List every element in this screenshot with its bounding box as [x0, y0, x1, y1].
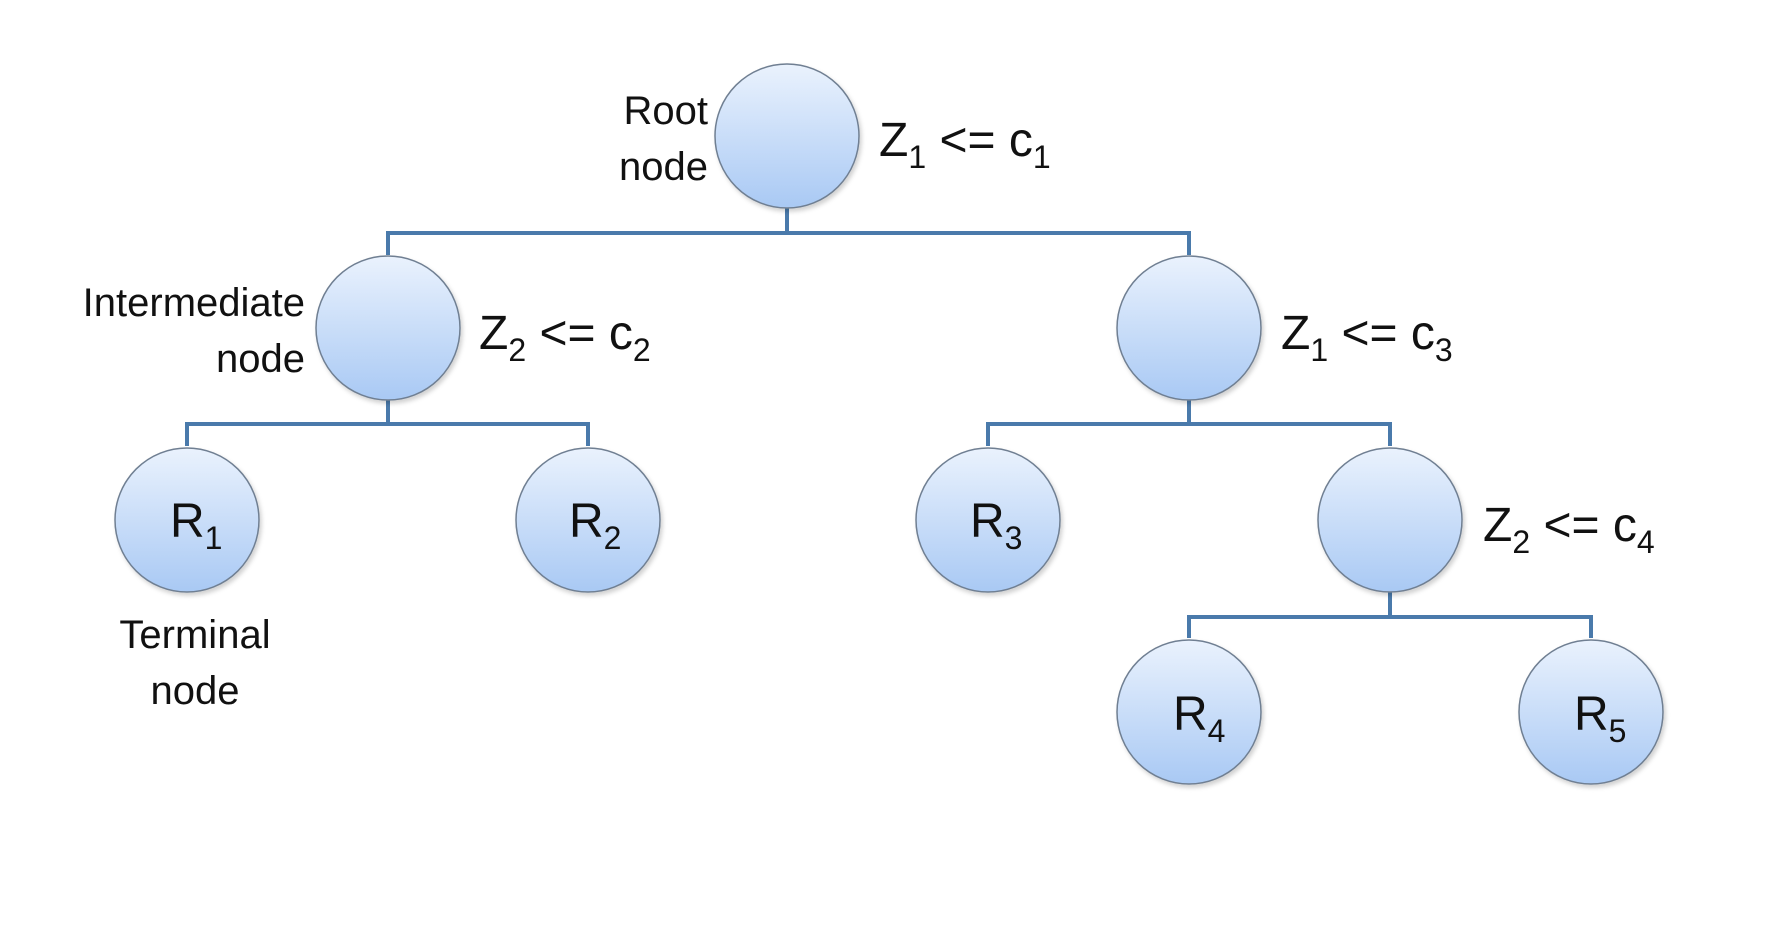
edge-root-to-left [386, 206, 789, 255]
edge-left-to-r1 [185, 398, 390, 446]
leaf-label-r4: R4 [1173, 688, 1225, 749]
terminal-node-r2[interactable] [515, 447, 661, 593]
leaf-label-r1: R1 [170, 495, 222, 556]
split-condition-right-right: Z2 <= c4 [1483, 499, 1655, 560]
terminal-node-r1[interactable] [114, 447, 260, 593]
intermediate-node-label-line1: Intermediate [83, 281, 305, 325]
terminal-node-r3[interactable] [915, 447, 1061, 593]
split-condition-right: Z1 <= c3 [1281, 307, 1453, 368]
intermediate-node-right-right[interactable] [1317, 447, 1463, 593]
tree-edges [185, 206, 1593, 638]
edge-rightright-to-r5 [1390, 615, 1593, 638]
edge-rightright-to-r4 [1187, 590, 1392, 638]
terminal-node-label-line1: Terminal [119, 613, 270, 657]
edge-right-to-rightright [1189, 422, 1392, 446]
leaf-label-r5: R5 [1574, 688, 1626, 749]
split-condition-left: Z2 <= c2 [479, 307, 651, 368]
edge-left-to-r2 [388, 422, 590, 446]
leaf-label-r2: R2 [569, 495, 621, 556]
root-node-label-line2: node [619, 145, 708, 189]
terminal-node-r4[interactable] [1116, 639, 1262, 785]
edge-right-to-r3 [986, 398, 1191, 446]
edge-root-to-right [787, 231, 1191, 255]
intermediate-node-right[interactable] [1116, 255, 1262, 401]
split-condition-root: Z1 <= c1 [879, 114, 1051, 175]
terminal-node-label-line2: node [151, 669, 240, 713]
leaf-label-r3: R3 [970, 495, 1022, 556]
root-node[interactable] [714, 63, 860, 209]
intermediate-node-label-line2: node [216, 337, 305, 381]
intermediate-node-left[interactable] [315, 255, 461, 401]
root-node-label-line1: Root [624, 89, 709, 133]
terminal-node-r5[interactable] [1518, 639, 1664, 785]
